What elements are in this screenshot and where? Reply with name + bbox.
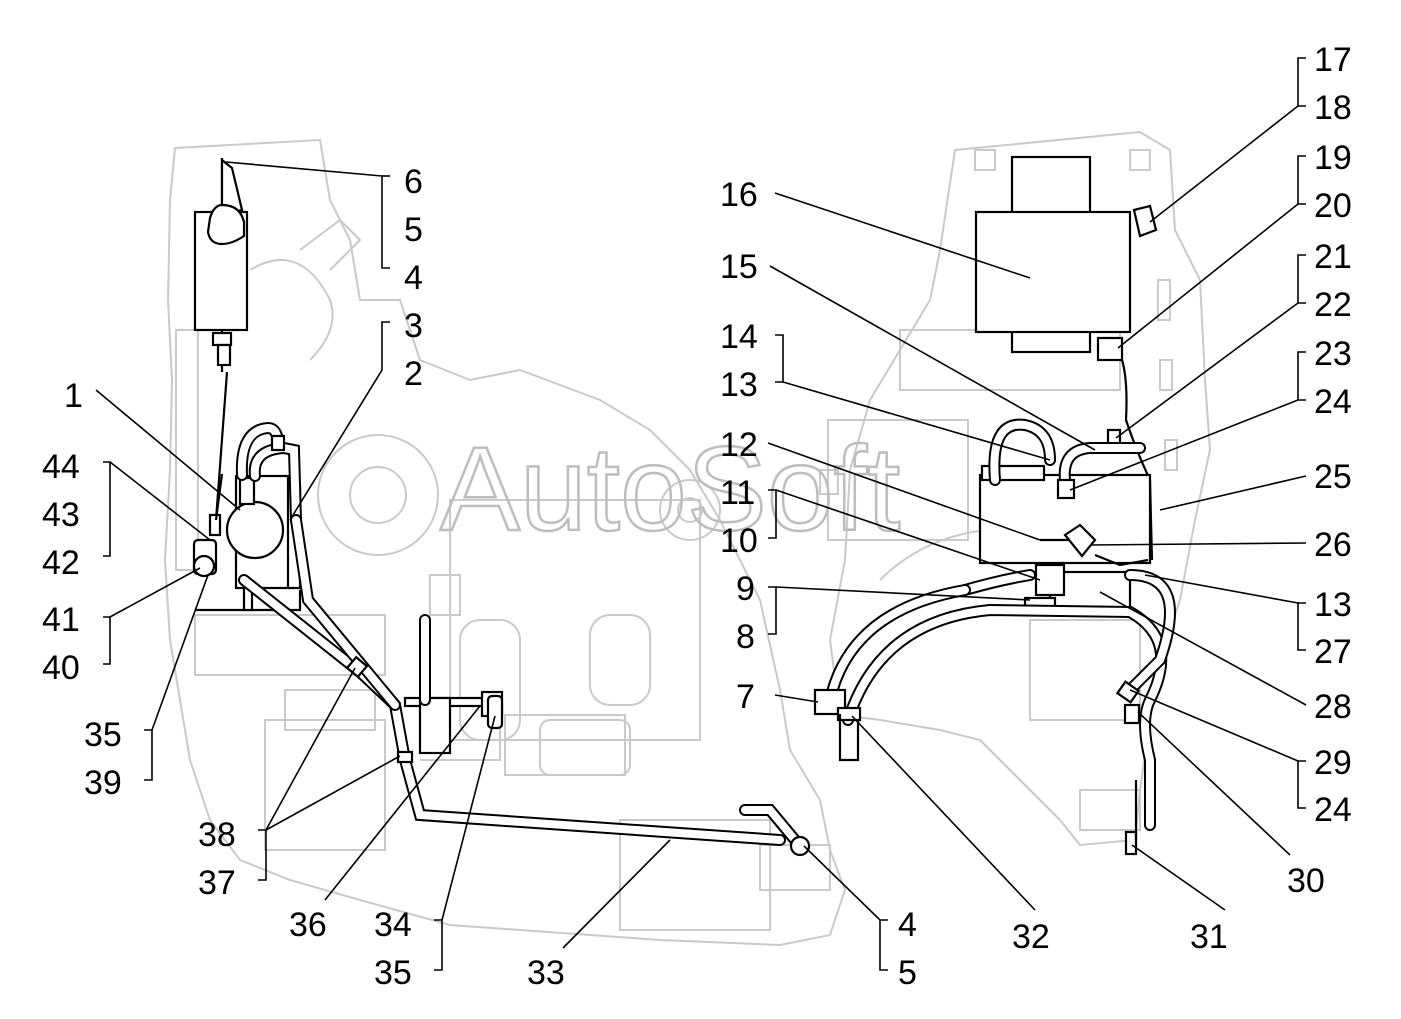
callout-5-bottom: 5 [898, 954, 917, 992]
background-engine-left [163, 138, 847, 947]
callout-4-bottom: 4 [898, 906, 917, 944]
callout-42: 42 [42, 544, 80, 582]
callout-36: 36 [289, 906, 327, 944]
callout-24-bottom: 24 [1314, 791, 1352, 829]
callout-18: 18 [1314, 89, 1352, 127]
callout-30: 30 [1287, 862, 1325, 900]
callout-25: 25 [1314, 458, 1352, 496]
callout-12: 12 [720, 426, 758, 464]
callout-41: 41 [42, 601, 80, 639]
callout-43: 43 [42, 496, 80, 534]
callout-31: 31 [1190, 918, 1228, 956]
callout-5-top: 5 [404, 211, 423, 249]
callout-6-top: 6 [404, 163, 423, 201]
watermark-text: AutoSoft [440, 422, 900, 556]
callout-32: 32 [1012, 918, 1050, 956]
callout-27: 27 [1314, 633, 1352, 671]
callout-21: 21 [1314, 238, 1352, 276]
callout-1: 1 [64, 377, 83, 415]
callout-7: 7 [736, 678, 755, 716]
callout-8: 8 [736, 618, 755, 656]
callout-37: 37 [198, 864, 236, 902]
callout-38: 38 [198, 816, 236, 854]
left-assembly [192, 157, 811, 857]
callout-10: 10 [720, 522, 758, 560]
callout-11: 11 [720, 474, 755, 512]
callout-35-left: 35 [84, 716, 122, 754]
callout-20: 20 [1314, 187, 1352, 225]
callout-33: 33 [527, 954, 565, 992]
callout-24-top: 24 [1314, 383, 1352, 421]
callout-22: 22 [1314, 286, 1352, 324]
callout-2: 2 [404, 355, 423, 393]
callout-14: 14 [720, 318, 758, 356]
callout-39: 39 [84, 764, 122, 802]
callout-28: 28 [1314, 688, 1352, 726]
callout-17: 17 [1314, 41, 1352, 79]
callout-29: 29 [1314, 744, 1352, 782]
callout-3: 3 [404, 307, 423, 345]
callout-35-bottom: 35 [374, 954, 412, 992]
callout-44: 44 [42, 448, 80, 486]
callout-40: 40 [42, 649, 80, 687]
callout-23: 23 [1314, 335, 1352, 373]
callout-4-top: 4 [404, 259, 423, 297]
callout-19: 19 [1314, 139, 1352, 177]
callout-34: 34 [374, 906, 412, 944]
leader-lines [95, 57, 1307, 971]
callout-13-right: 13 [1314, 586, 1352, 624]
callout-labels: 6 5 4 3 2 1 44 43 42 41 40 35 39 38 37 3… [42, 41, 1352, 992]
callout-15: 15 [720, 248, 758, 286]
callout-13-left: 13 [720, 366, 758, 404]
callout-26: 26 [1314, 526, 1352, 564]
callout-16: 16 [720, 176, 758, 214]
callout-9: 9 [736, 570, 755, 608]
